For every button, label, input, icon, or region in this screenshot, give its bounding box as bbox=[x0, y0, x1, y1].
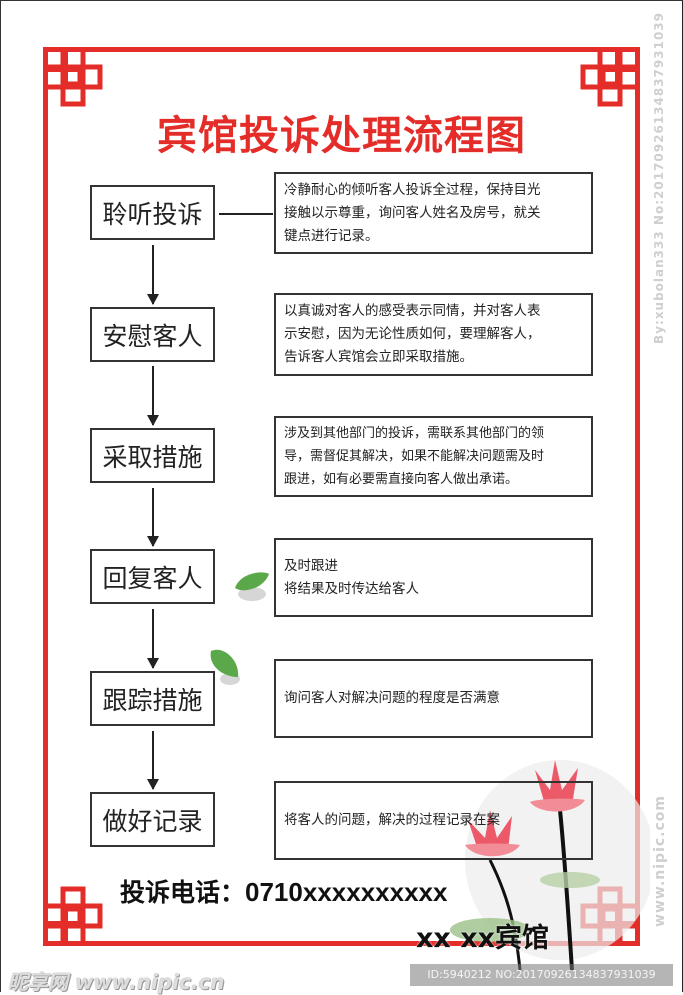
description-line: 涉及到其他部门的投诉，需联系其他部门的领 bbox=[284, 426, 545, 441]
step-label: 采取措施 bbox=[102, 442, 203, 472]
hotel-name: xx xx宾馆 bbox=[416, 923, 550, 954]
step-box-record: 做好记录 bbox=[90, 792, 215, 847]
flow-arrow bbox=[148, 245, 158, 305]
step-description-listen: 冷静耐心的倾听客人投诉全过程，保持目光 接触以示尊重，询问客人姓名及房号，就关 … bbox=[274, 172, 593, 254]
description-line: 接触以示尊重，询问客人姓名及房号，就关 bbox=[284, 204, 541, 221]
description-line: 将客人的问题，解决的过程记录在案 bbox=[284, 812, 500, 828]
step-box-listen: 聆听投诉 bbox=[90, 185, 215, 240]
step-description-action: 涉及到其他部门的投诉，需联系其他部门的领 导，需督促其解决，如果不能解决问题需及… bbox=[274, 416, 593, 497]
step-label: 做好记录 bbox=[102, 806, 203, 836]
page-title: 宾馆投诉处理流程图 bbox=[157, 113, 526, 159]
description-line: 及时跟进 bbox=[284, 557, 338, 574]
flow-arrow bbox=[148, 609, 158, 669]
step-box-reply: 回复客人 bbox=[90, 549, 215, 604]
frame-left-line bbox=[43, 88, 48, 905]
step-box-comfort: 安慰客人 bbox=[90, 307, 215, 362]
description-line: 以真诚对客人的感受表示同情，并对客人表 bbox=[284, 303, 541, 319]
step-label: 聆听投诉 bbox=[102, 199, 203, 229]
description-line: 导，需督促其解决，如果不能解决问题需及时 bbox=[284, 449, 545, 464]
frame-right-line bbox=[635, 88, 640, 905]
flow-arrow bbox=[148, 731, 158, 790]
description-line: 跟进，如有必要需直接向客人做出承诺。 bbox=[284, 472, 519, 487]
watermark-side-top: By:xubolan333 No:20170926134837931039 bbox=[652, 12, 666, 344]
description-line: 冷静耐心的倾听客人投诉全过程，保持目光 bbox=[284, 181, 541, 198]
step-description-comfort: 以真诚对客人的感受表示同情，并对客人表 示安慰，因为无论性质如何，要理解客人， … bbox=[274, 293, 593, 376]
frame-bottom-line bbox=[84, 941, 600, 946]
watermark-image-id: ID:5940212 NO:20170926134837931039 bbox=[410, 964, 673, 986]
description-line: 示安慰，因为无论性质如何，要理解客人， bbox=[284, 326, 541, 342]
flow-arrow bbox=[148, 366, 158, 426]
step-box-track: 跟踪措施 bbox=[90, 671, 215, 726]
lotus-illustration bbox=[450, 760, 650, 970]
watermark-side-bottom: www.nipic.com bbox=[652, 795, 668, 927]
step-label: 安慰客人 bbox=[102, 321, 203, 351]
corner-ornament-top-right bbox=[578, 47, 640, 109]
frame-top-line bbox=[84, 47, 600, 52]
phone-label: 投诉电话： bbox=[120, 878, 246, 907]
connector-line bbox=[219, 213, 273, 215]
step-description-record: 将客人的问题，解决的过程记录在案 bbox=[274, 781, 593, 860]
phone-number: 0710xxxxxxxxxx bbox=[245, 877, 448, 907]
description-line: 询问客人对解决问题的程度是否满意 bbox=[284, 690, 500, 706]
step-label: 回复客人 bbox=[102, 563, 203, 593]
complaint-phone: 投诉电话：0710xxxxxxxxxx bbox=[120, 873, 447, 909]
corner-ornament-bottom-left bbox=[43, 884, 105, 946]
watermark-bottom-left: 昵享网 www.nipic.cn bbox=[8, 970, 225, 994]
description-line: 告诉客人宾馆会立即采取措施。 bbox=[284, 349, 473, 365]
leaf-decoration bbox=[235, 572, 269, 601]
corner-ornament-top-left bbox=[43, 47, 105, 109]
step-description-track: 询问客人对解决问题的程度是否满意 bbox=[274, 659, 593, 738]
description-line: 键点进行记录。 bbox=[284, 227, 379, 244]
flow-arrow bbox=[148, 488, 158, 547]
step-description-reply: 及时跟进 将结果及时传达给客人 bbox=[274, 538, 593, 617]
leaf-decoration bbox=[210, 649, 240, 685]
description-line: 将结果及时传达给客人 bbox=[284, 580, 419, 597]
step-label: 跟踪措施 bbox=[102, 685, 203, 715]
step-box-action: 采取措施 bbox=[90, 428, 215, 483]
